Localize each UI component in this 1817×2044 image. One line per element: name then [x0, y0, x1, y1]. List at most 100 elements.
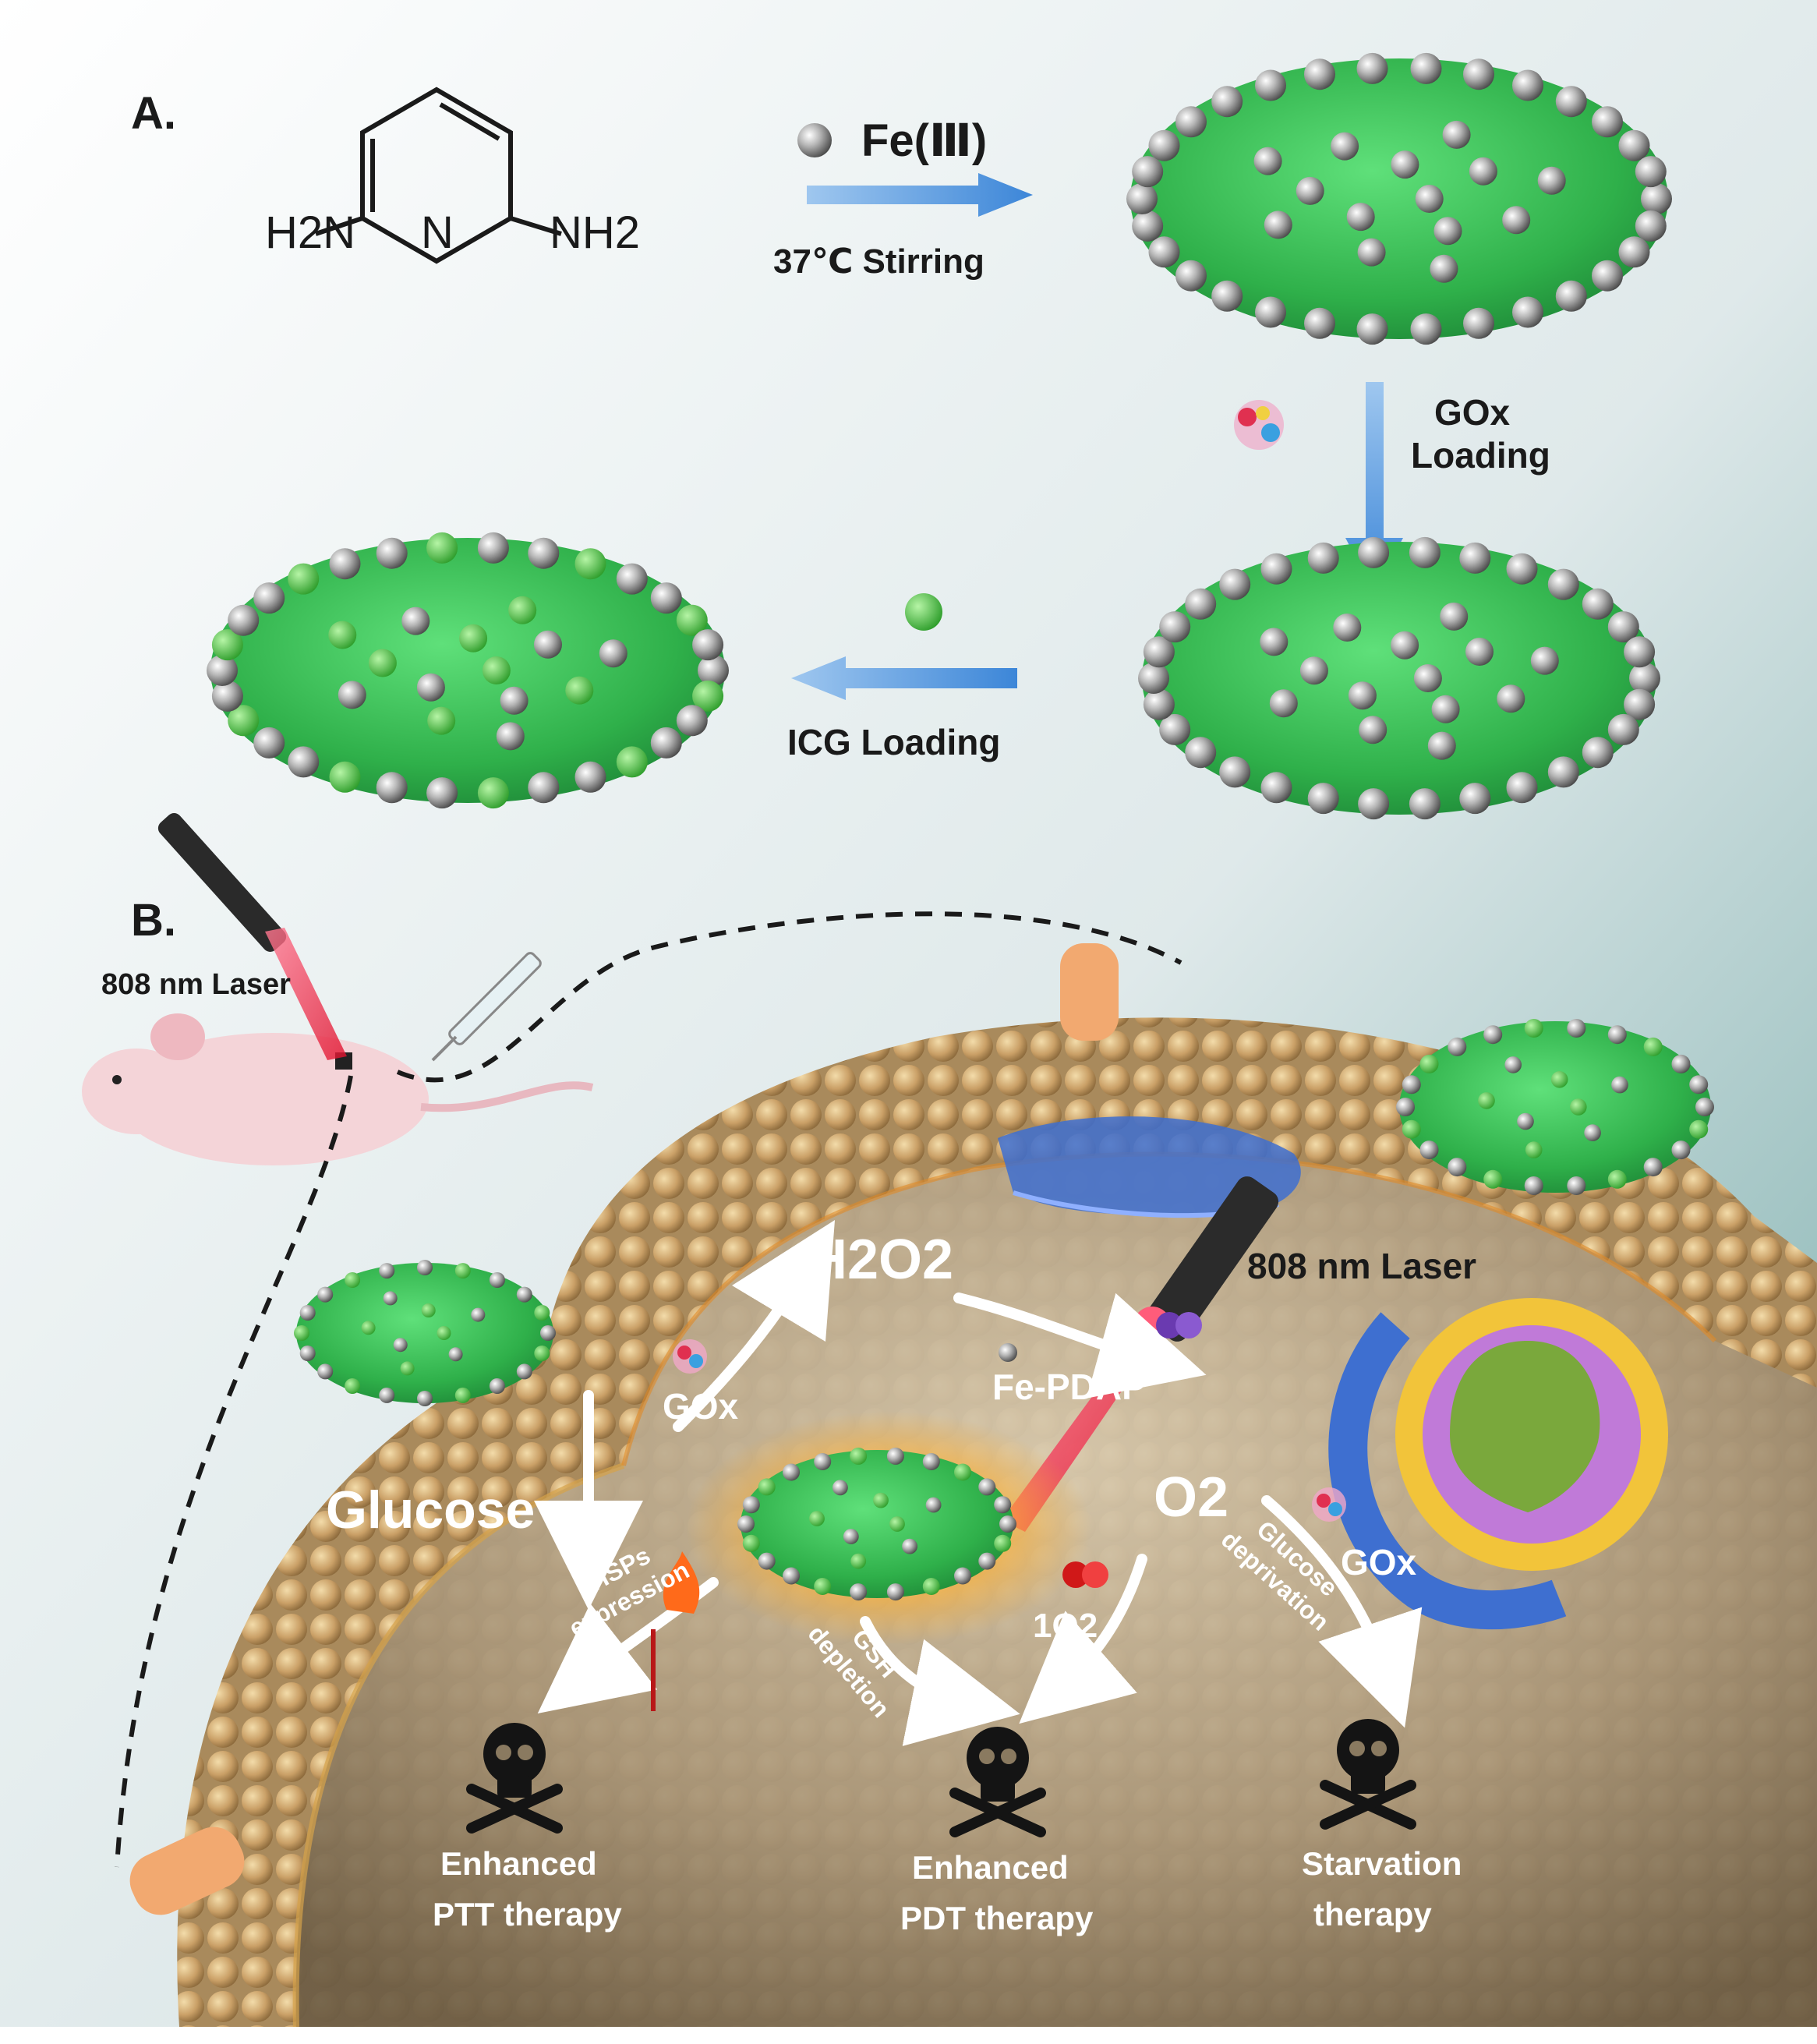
iron-sphere [401, 606, 430, 635]
arrow-to-starvation [1261, 1495, 1423, 1728]
iron-sphere [294, 1325, 309, 1341]
iron-sphere [329, 548, 361, 580]
iron-sphere [1689, 1075, 1709, 1094]
iron-sphere [379, 1263, 395, 1279]
iron-sphere [489, 1378, 505, 1394]
iron-sphere [534, 630, 562, 659]
iron-sphere [1689, 1119, 1709, 1139]
iron-sphere [540, 1325, 556, 1341]
iron-sphere [516, 1363, 532, 1380]
iron-sphere [954, 1567, 971, 1585]
iron-sphere [1396, 1098, 1415, 1116]
ring-nitrogen: N [421, 207, 454, 258]
iron-sphere [978, 1552, 996, 1570]
panel-a-label: A. [131, 88, 176, 139]
iron-sphere [1260, 628, 1289, 656]
iron-sphere [207, 655, 238, 686]
iron-sphere [994, 1534, 1012, 1552]
iron-sphere [1512, 296, 1543, 328]
iron-sphere [692, 629, 724, 661]
iron-sphere [1618, 129, 1650, 161]
iron-sphere [850, 1553, 867, 1569]
iron-sphere [873, 1492, 889, 1508]
iron-sphere [253, 727, 285, 759]
iron-sphere [427, 706, 456, 735]
iron-sphere [211, 680, 243, 712]
outcome-starvation-line1: Starvation [1302, 1845, 1462, 1882]
iron-sphere [902, 1538, 917, 1554]
iron-sphere [1159, 611, 1191, 643]
iron-sphere [742, 1534, 760, 1552]
step1-condition: 37℃ Stirring [773, 242, 985, 281]
step2-arrow [1345, 382, 1403, 592]
arrow-gsh-to-pdt [860, 1616, 1020, 1746]
iron-sphere [954, 1463, 971, 1481]
iron-sphere [1296, 176, 1324, 205]
iron-sphere [338, 681, 366, 709]
iron-sphere [676, 604, 708, 636]
iron-sphere [448, 1347, 463, 1362]
iron-sphere [211, 629, 243, 661]
channel-protein-top [1060, 943, 1119, 1041]
fe-sphere-small [999, 1343, 1017, 1362]
gox-protein-small-right [1312, 1487, 1346, 1522]
iron-sphere [1504, 1056, 1522, 1073]
iron-sphere [886, 1583, 904, 1601]
h2o2-label: H2O2 [807, 1229, 953, 1291]
iron-sphere [534, 1346, 550, 1361]
iron-sphere [1307, 542, 1339, 574]
nanoparticle-central [737, 1447, 1016, 1601]
iron-sphere [508, 596, 537, 624]
iron-sphere [288, 563, 320, 595]
iron-sphere [417, 1391, 433, 1406]
fe-pdap-nanoparticle [1126, 52, 1672, 345]
heat-thermometer-icon [651, 1551, 700, 1711]
o2-molecule-icon [1156, 1312, 1202, 1339]
iron-sphere [574, 548, 606, 580]
iron-sphere [368, 649, 397, 677]
iron-sphere [1415, 185, 1444, 213]
iron-sphere [482, 656, 511, 684]
iron-sphere [742, 1496, 760, 1514]
outcome-ptt-line2: PTT therapy [433, 1896, 622, 1933]
iron-sphere [1219, 756, 1251, 788]
bottom-strip [0, 2027, 1817, 2044]
iron-sphere [421, 1303, 436, 1317]
iron-sphere [1547, 756, 1579, 788]
iron-sphere [477, 777, 509, 809]
iron-sphere [1607, 713, 1639, 745]
iron-sphere [1506, 553, 1538, 585]
iron-sphere [650, 582, 682, 614]
laser-pointer-external [157, 813, 347, 1060]
iron-sphere [1442, 120, 1471, 149]
iron-sphere [1402, 1119, 1421, 1139]
iron-sphere [534, 1305, 550, 1321]
iron-sphere [1547, 568, 1579, 600]
iron-sphere [1413, 664, 1442, 692]
iron-sphere [1264, 210, 1292, 239]
iron-sphere [437, 1326, 451, 1340]
iron-sphere [1185, 737, 1217, 769]
iron-sphere [1253, 147, 1282, 175]
fe-reagent-label: Fe(Ⅲ) [861, 115, 987, 166]
iron-sphere [1448, 1158, 1467, 1177]
iron-sphere [345, 1378, 361, 1394]
iron-sphere [516, 1286, 532, 1303]
o2-label: O2 [1154, 1466, 1228, 1529]
iron-sphere [1641, 183, 1672, 214]
iron-sphere [1185, 588, 1217, 620]
iron-sphere [1260, 553, 1292, 585]
gox-label-left: GOx [663, 1386, 739, 1427]
iron-sphere [288, 746, 320, 778]
iron-sphere [454, 1263, 471, 1279]
arrow-glucose-to-h2o2 [673, 1219, 836, 1432]
iron-sphere [376, 537, 408, 569]
iron-sphere [1433, 217, 1462, 246]
iron-sphere [1469, 157, 1497, 186]
iron-sphere [1307, 783, 1339, 815]
iron-sphere [1582, 737, 1614, 769]
iron-sphere [1643, 1037, 1663, 1056]
outcome-pdt-line2: PDT therapy [900, 1900, 1094, 1936]
iron-sphere [922, 1578, 940, 1595]
